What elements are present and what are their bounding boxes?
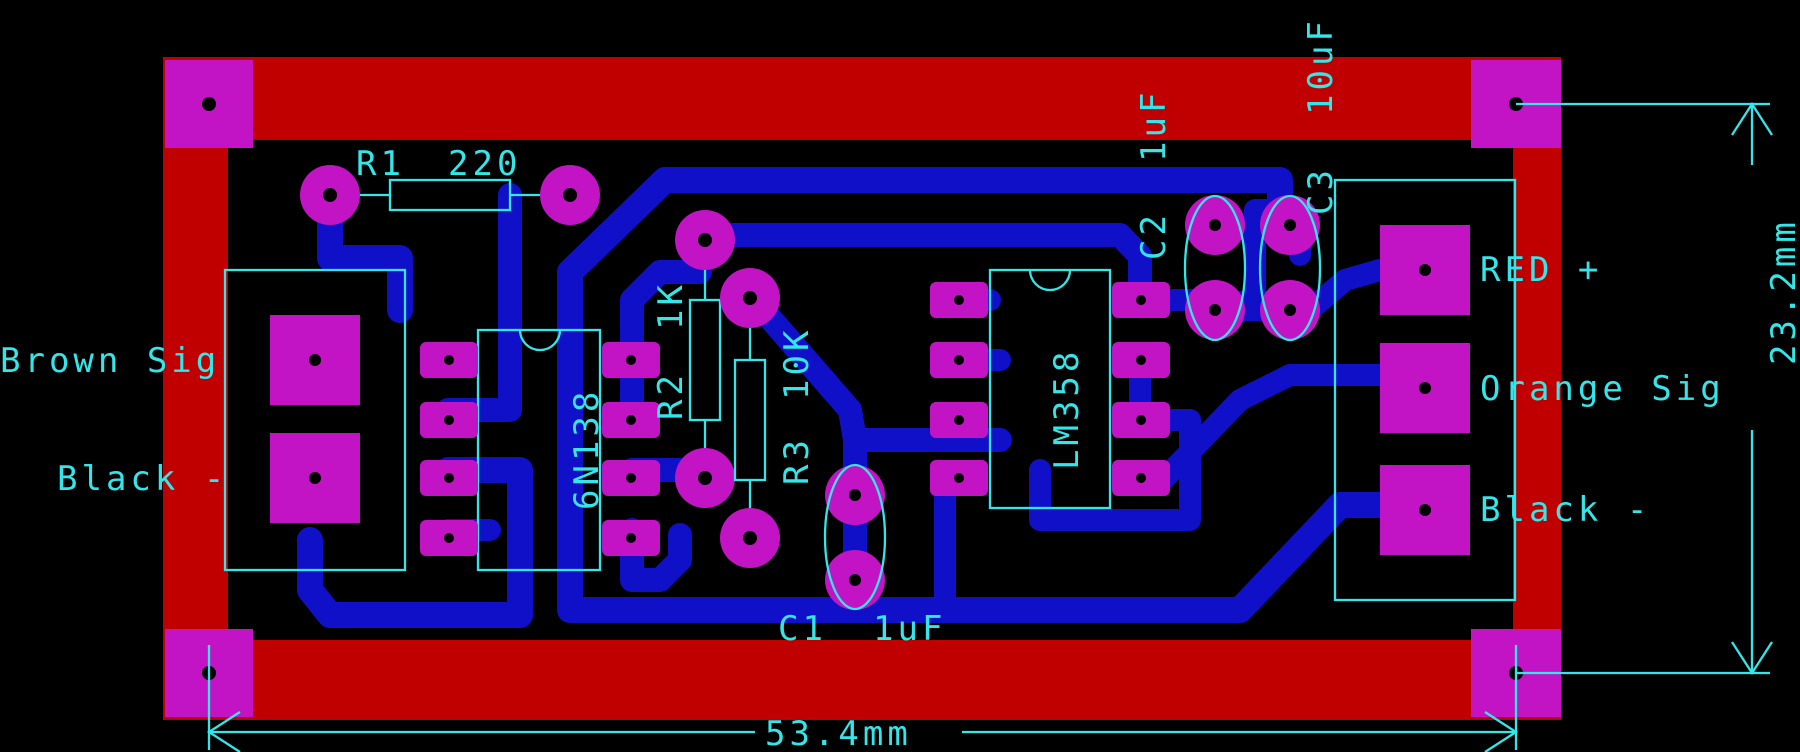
label-width-dimension: 53.4mm bbox=[765, 714, 912, 752]
capacitor-c2 bbox=[1183, 194, 1247, 342]
label-right-black: Black - bbox=[1480, 490, 1651, 530]
label-c1-value: 1uF bbox=[873, 609, 946, 649]
label-6n138: 6N138 bbox=[567, 388, 607, 510]
dimension-height bbox=[1516, 101, 1773, 676]
capacitor-c1 bbox=[823, 463, 887, 611]
left-connector bbox=[223, 268, 407, 572]
label-red-plus: RED + bbox=[1480, 250, 1602, 290]
label-r1-ref: R1 bbox=[356, 144, 405, 184]
label-height-dimension: 23.2mm bbox=[1764, 218, 1800, 365]
label-r1-value: 220 bbox=[448, 144, 521, 184]
label-r2-ref: R2 bbox=[651, 371, 691, 420]
right-connector bbox=[1333, 178, 1517, 602]
label-c3-value: 10uF bbox=[1301, 17, 1341, 115]
label-r2-value: 1K bbox=[651, 281, 691, 330]
label-r3-ref: R3 bbox=[777, 436, 817, 485]
label-c1-ref: C1 bbox=[778, 609, 827, 649]
label-c3-ref: C3 bbox=[1301, 166, 1341, 215]
bottom-traces bbox=[297, 167, 1413, 628]
capacitor-c3 bbox=[1258, 194, 1322, 342]
resistor-r2 bbox=[675, 210, 735, 508]
resistor-r3 bbox=[720, 268, 780, 568]
label-c2-value: 1uF bbox=[1134, 89, 1174, 162]
ic-lm358 bbox=[930, 268, 1170, 510]
dimension-width bbox=[206, 645, 1519, 752]
label-lm358: LM358 bbox=[1047, 348, 1087, 470]
copper-frame bbox=[163, 57, 1561, 720]
label-r3-value: 10K bbox=[777, 327, 817, 400]
label-brown-sig: Brown Sig bbox=[0, 341, 220, 381]
label-orange-sig: Orange Sig bbox=[1480, 369, 1725, 409]
label-left-black: Black - bbox=[57, 459, 228, 499]
label-c2-ref: C2 bbox=[1134, 211, 1174, 260]
resistor-r1 bbox=[300, 165, 600, 225]
ic-6n138 bbox=[420, 328, 660, 572]
